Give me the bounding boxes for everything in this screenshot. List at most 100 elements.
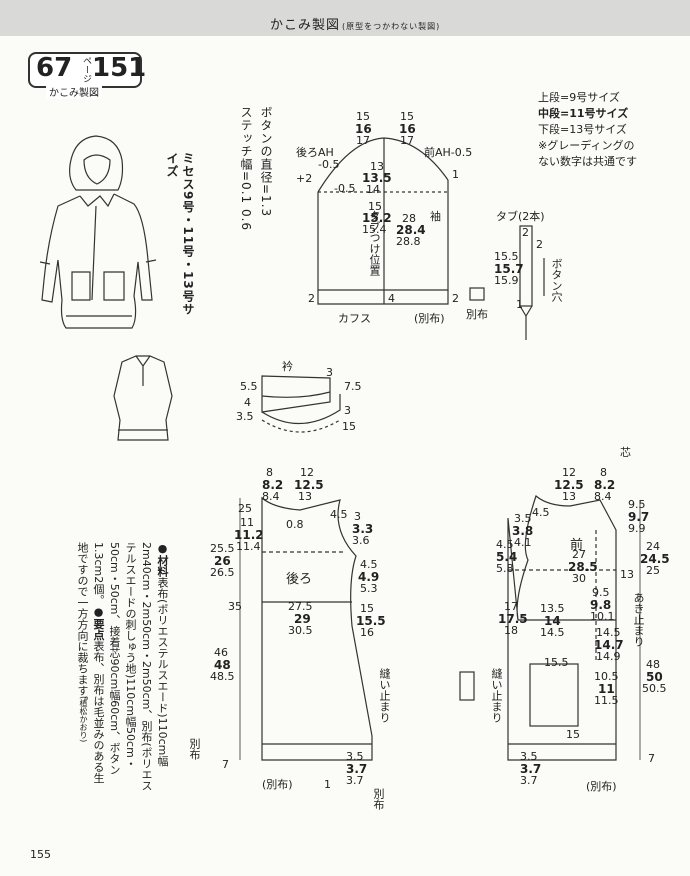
sleeve-label: 袖 xyxy=(430,210,441,223)
dim: 3.7 xyxy=(346,762,368,776)
legend-line-2: 中段=11号サイズ xyxy=(538,107,629,120)
dim: 12.5 xyxy=(554,478,584,492)
dim: 29 xyxy=(294,612,311,626)
dim: 28 xyxy=(402,212,416,225)
dim: 3 xyxy=(326,366,333,379)
dim: 4 xyxy=(388,292,395,305)
dim: 1 xyxy=(516,298,523,311)
dim: 15.5 xyxy=(356,614,386,628)
dim: 3.8 xyxy=(512,524,534,538)
back-side-separate-cloth: 別布 xyxy=(188,738,201,760)
dim: 28.8 xyxy=(396,235,421,248)
dim: 3.6 xyxy=(352,534,370,547)
dim: 15.2 xyxy=(362,211,392,225)
dim: 4.5 xyxy=(360,558,378,571)
dim: 25.5 xyxy=(210,542,235,555)
dim: 3.5 xyxy=(520,750,538,763)
designer-credit: (植松かおり) xyxy=(79,696,88,743)
dim: 28.5 xyxy=(568,560,598,574)
back-view-illustration xyxy=(113,355,173,441)
dim: 3.7 xyxy=(520,762,542,776)
dim: 48 xyxy=(646,658,660,671)
collar-pattern xyxy=(261,375,341,433)
dim: 13 xyxy=(620,568,634,581)
dim: 9.7 xyxy=(628,510,650,524)
points-body: 表布、別布は毛並みのある生地ですので一方方向に裁ちます。 xyxy=(76,542,105,784)
dim: 2 xyxy=(522,226,529,239)
dim: 27 xyxy=(572,548,586,561)
dim: 7.5 xyxy=(344,380,362,393)
dim: 26.5 xyxy=(210,566,235,579)
dim: 11.4 xyxy=(236,540,261,553)
back-bodice-pattern xyxy=(239,496,373,761)
dim: 17 xyxy=(400,134,414,147)
dim: 9.5 xyxy=(592,586,610,599)
dim: 8.2 xyxy=(594,478,616,492)
dim: 50.5 xyxy=(642,682,667,695)
dim: 12 xyxy=(300,466,314,479)
dim: 46 xyxy=(214,646,228,659)
dim: 11 xyxy=(598,682,615,696)
legend-line-5: ない数字は共通です xyxy=(538,155,637,168)
dim: 8.4 xyxy=(262,490,280,503)
page-header: かこみ製図(原型をつかわない製図) xyxy=(0,0,690,36)
materials-block: ●材料表布(ポリエステルスエード)110cm幅2m40cm・2m50cm・2m5… xyxy=(74,542,170,792)
dim: 25 xyxy=(646,564,660,577)
dim: 11.2 xyxy=(234,528,264,542)
front-separate-cloth: (別布) xyxy=(586,780,617,793)
legend-line-4: ※グレーディングの xyxy=(538,139,635,152)
dim: 2 xyxy=(308,292,315,305)
tab-position-label: タブつけ位置 xyxy=(368,210,381,276)
dim: 4.9 xyxy=(358,570,380,584)
dim: 3.5 xyxy=(514,512,532,525)
dim: 15.5 xyxy=(494,250,519,263)
dim: 16 xyxy=(360,626,374,639)
dim: 14.7 xyxy=(594,638,624,652)
dim: 48 xyxy=(214,658,231,672)
dim: 10.5 xyxy=(594,670,619,683)
dim: 24 xyxy=(646,540,660,553)
dim: 14.9 xyxy=(596,650,621,663)
opening-stop-label: あき止まり xyxy=(632,592,645,647)
legend-line-1: 上段=9号サイズ xyxy=(538,91,620,104)
dim: 9.5 xyxy=(628,498,646,511)
dim: 7 xyxy=(222,758,229,771)
stitch-width-note: ステッチ幅=0.1 0.6 xyxy=(239,106,253,232)
dim: 16 xyxy=(399,122,416,136)
materials-body: 表布(ポリエステルスエード)110cm幅2m40cm・2m50cm・2m50cm… xyxy=(92,542,169,791)
dim: 4.1 xyxy=(514,536,532,549)
front-label: 前 xyxy=(570,538,584,553)
dim: 14 xyxy=(544,614,561,628)
back-armhole-label: 後ろAH xyxy=(296,146,334,159)
badge-peiji: ページ xyxy=(81,56,91,83)
dim: -0.5 xyxy=(334,182,356,195)
dim: 15 xyxy=(360,602,374,615)
dim: 8 xyxy=(600,466,607,479)
dim: 12 xyxy=(562,466,576,479)
dim: 3.5 xyxy=(346,750,364,763)
front-bodice-pattern xyxy=(459,494,641,761)
dim: 1 xyxy=(452,168,459,181)
dim: -0.5 xyxy=(318,158,340,171)
dim: 17 xyxy=(504,600,518,613)
dim: 15.9 xyxy=(494,274,519,287)
dim: 15 xyxy=(356,110,370,123)
dim: 9.8 xyxy=(590,598,612,612)
page-number: 155 xyxy=(30,848,51,861)
back-stitch-stop: 縫い止まり xyxy=(378,668,391,723)
dim: 1 xyxy=(324,778,331,791)
badge-caption: かこみ製図 xyxy=(46,84,102,99)
collar-label: 衿 xyxy=(282,360,293,373)
dim: 3.5 xyxy=(236,410,254,423)
model-illustration xyxy=(39,135,157,329)
dim: 4.5 xyxy=(496,538,514,551)
dim: 15 xyxy=(368,200,382,213)
dim: 17.5 xyxy=(498,612,528,626)
sizes-vertical: ミセス9号・11号・13号サイズ xyxy=(165,152,195,316)
dim: 13 xyxy=(562,490,576,503)
dim: 25 xyxy=(238,502,252,515)
header-title: かこみ製図(原型をつかわない製図) xyxy=(270,18,441,33)
dim: 16 xyxy=(355,122,372,136)
dim: 15.5 xyxy=(544,656,569,669)
